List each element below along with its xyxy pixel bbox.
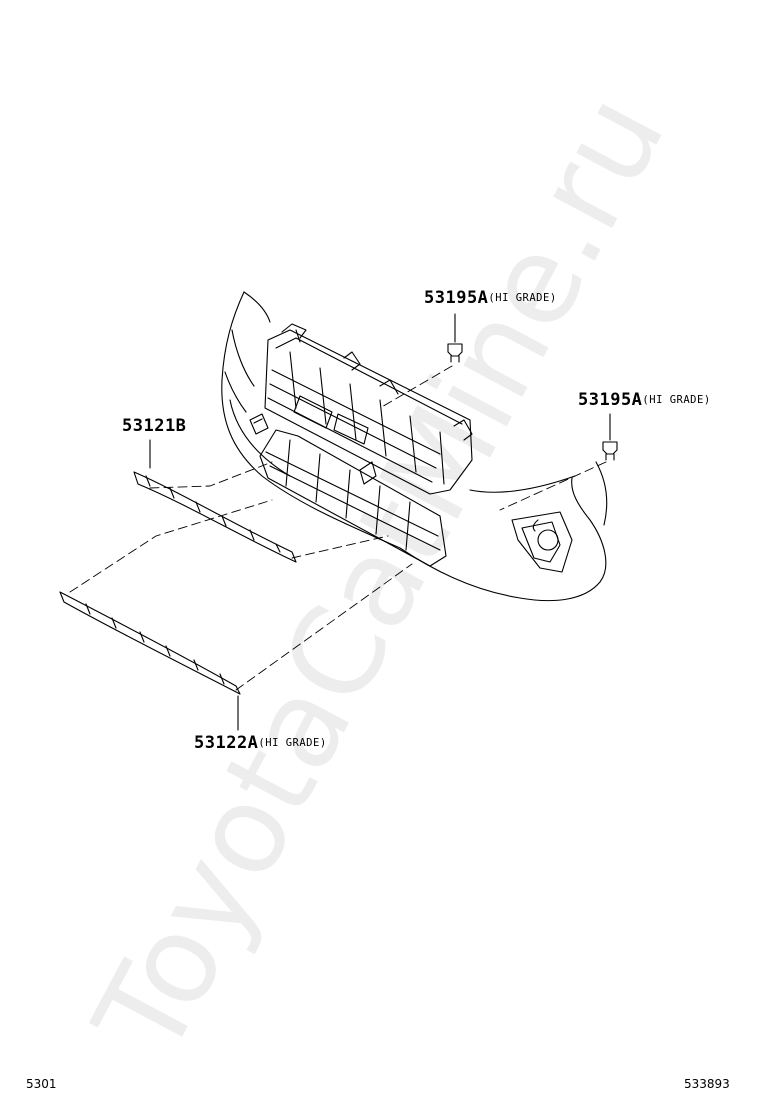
grille-moulding-53121b [133, 439, 297, 563]
part-note: (HI GRADE) [488, 292, 557, 304]
clip-53195a-upper [447, 313, 463, 363]
part-number[interactable]: 53122A [194, 733, 259, 753]
part-number[interactable]: 53195A [578, 390, 643, 410]
part-note: (HI GRADE) [258, 737, 327, 749]
assembly-lines [69, 365, 607, 691]
callout-53195a-right: 53195A(HI GRADE) [578, 392, 711, 409]
callout-53122a: 53122A(HI GRADE) [194, 735, 327, 752]
callout-53195a-upper: 53195A(HI GRADE) [424, 290, 557, 307]
radiator-grille [264, 323, 473, 495]
diagram-number: 533893 [684, 1077, 730, 1091]
part-number[interactable]: 53195A [424, 288, 489, 308]
clip-53195a-right [602, 413, 618, 461]
grille-moulding-53122a [59, 591, 241, 731]
page-code: 5301 [26, 1077, 57, 1091]
lower-grille [259, 429, 447, 567]
part-note: (HI GRADE) [642, 394, 711, 406]
callout-53121b: 53121B [122, 418, 186, 435]
part-number[interactable]: 53121B [122, 416, 187, 436]
